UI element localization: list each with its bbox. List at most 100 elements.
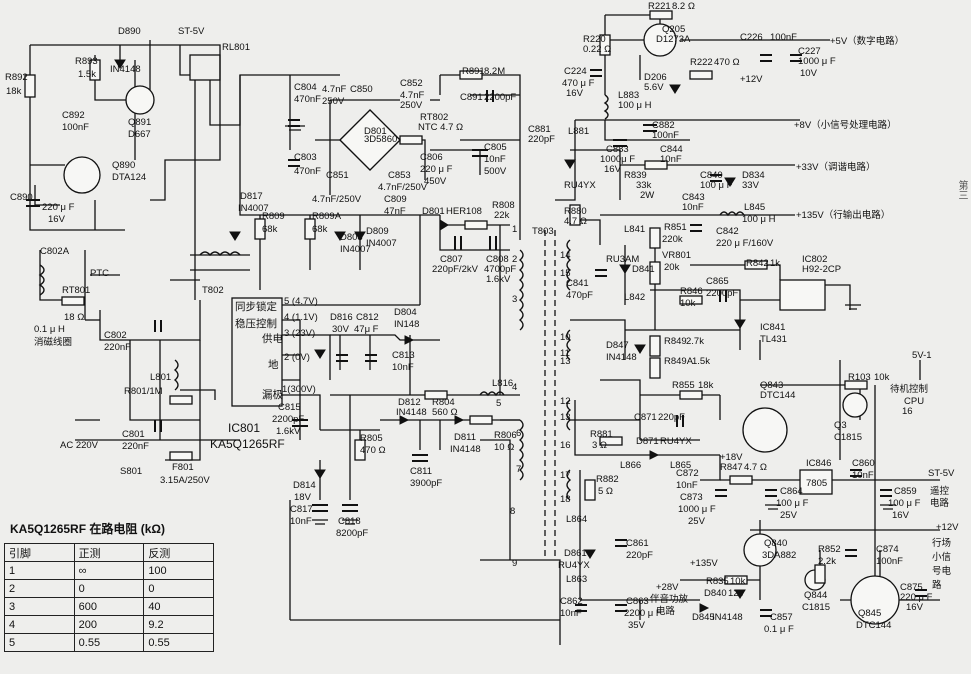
- label-line-s1: 行场: [932, 537, 951, 549]
- table-cell: 0.55: [73, 633, 145, 652]
- r893-resistor-icon: [89, 59, 101, 81]
- label-r221: R221: [648, 1, 671, 12]
- label-c863-v1: 2200 μ F: [624, 608, 662, 619]
- label-l881: L881: [568, 126, 589, 137]
- label-p5: 5: [496, 398, 501, 409]
- label-d206-v: 5.6V: [644, 82, 664, 93]
- label-p14: 14: [560, 250, 571, 261]
- label-r882: R882: [596, 474, 619, 485]
- label-r882-v: 5 Ω: [598, 486, 613, 497]
- label-c883-v1: 1000μ F: [600, 154, 635, 165]
- label-ac: AC 220V: [60, 440, 99, 451]
- label-l883: L883: [618, 90, 639, 101]
- table-cell: 600: [73, 597, 145, 616]
- label-c808-v2: 1.6kV: [486, 274, 511, 285]
- label-c815-v2: 1.6kV: [276, 426, 301, 437]
- d861-diode-icon: [584, 549, 596, 559]
- label-c815-v1: 2200pF: [272, 414, 304, 425]
- label-r849a-v: 1.5k: [692, 356, 710, 367]
- label-p11: 11: [560, 348, 570, 359]
- table-cell: 2: [4, 579, 75, 598]
- label-l864: L864: [566, 514, 587, 525]
- label-d890: D890: [118, 26, 141, 37]
- label-c227-v2: 10V: [800, 68, 818, 79]
- label-p3: 3: [512, 294, 517, 305]
- label-r220: R220: [583, 34, 606, 45]
- label-p17: 17: [560, 470, 571, 481]
- d817-diode-icon: [229, 231, 241, 241]
- label-c860: C860: [852, 458, 875, 469]
- label-c809: C809: [384, 194, 407, 205]
- label-c874: C874: [876, 544, 899, 555]
- label-c859: C859: [894, 486, 917, 497]
- label-out-28v-c: 电路: [656, 605, 676, 617]
- label-q205: Q205: [662, 24, 685, 35]
- label-c808-v1: 4700pF: [484, 264, 516, 275]
- label-r103-v: 10k: [874, 372, 890, 383]
- label-c806: C806: [420, 152, 443, 163]
- label-st5v-top: ST-5V: [178, 26, 205, 37]
- label-d811: D811: [454, 432, 476, 443]
- label-c864-v1: 100 μ F: [776, 498, 809, 509]
- label-l865: L865: [670, 460, 691, 471]
- label-p9: 9: [512, 558, 517, 569]
- label-p4: 4: [512, 382, 517, 393]
- label-d847-v: IN4148: [606, 352, 637, 363]
- d834-zener-icon: [724, 177, 736, 187]
- d811-diode-icon: [454, 415, 465, 425]
- table-cell: 200: [73, 615, 145, 634]
- label-coil-n: 消磁线圈: [34, 336, 72, 348]
- q3-transistor-icon: [842, 392, 868, 418]
- label-r103: R103: [848, 372, 871, 383]
- label-d871: D871: [636, 436, 659, 447]
- label-c844-v: 10nF: [660, 154, 682, 165]
- label-out-28v-b: 伴音功放: [650, 593, 689, 605]
- label-r809-v: 68k: [262, 224, 278, 235]
- label-q840-v: 3DA882: [762, 550, 796, 561]
- label-r805-v: 470 Ω: [360, 445, 386, 456]
- label-c864-v2: 25V: [780, 510, 798, 521]
- label-d861: D861: [564, 548, 587, 559]
- ic801-pin-1: 1(300V): [282, 384, 316, 395]
- label-c809-v: 47nF: [384, 206, 406, 217]
- label-vr801: VR801: [662, 250, 691, 261]
- table-cell: ∞: [73, 561, 145, 580]
- pin-table-caption: KA5Q1265RF 在路电阻 (kΩ): [10, 522, 165, 536]
- label-rt801-v: 18 Ω: [64, 312, 84, 323]
- label-c862: C862: [560, 596, 583, 607]
- t803-primary-icon: [518, 249, 524, 331]
- label-c815: C815: [278, 402, 301, 413]
- label-r808: R808: [492, 200, 515, 211]
- label-c227-v1: 1000 μ F: [798, 56, 836, 67]
- label-c224-v2: 16V: [566, 88, 584, 99]
- label-c853-v: 4.7nF/250V: [378, 182, 428, 193]
- label-c807-v: 220pF/2kV: [432, 264, 479, 275]
- label-d847: D847: [606, 340, 629, 351]
- d809-diode-icon: [354, 231, 366, 241]
- label-r804-v: 560 Ω: [432, 407, 458, 418]
- label-p1: 1: [512, 224, 517, 235]
- table-cell: 0: [73, 579, 145, 598]
- diodes: [114, 59, 746, 613]
- label-d801-v: 3D5860: [364, 134, 397, 145]
- label-r808-v: 22k: [494, 210, 510, 221]
- r103-resistor-icon: [844, 380, 868, 390]
- label-pin16: 16: [902, 406, 913, 417]
- label-in4148-a: IN4148: [110, 64, 141, 75]
- label-c892: C892: [62, 110, 85, 121]
- label-c802: C802: [104, 330, 127, 341]
- label-r806: R806: [494, 430, 517, 441]
- ic801-pin-3: 3 (23V): [284, 328, 315, 339]
- label-ic846: IC846: [806, 458, 831, 469]
- r846-resistor-icon: [679, 295, 703, 305]
- d206-zener-icon: [669, 84, 681, 94]
- label-c818: C818: [338, 516, 361, 527]
- label-r891: R891: [462, 66, 485, 77]
- label-c865: C865: [706, 276, 729, 287]
- label-r846: R846: [680, 286, 703, 297]
- label-r809a-v: 68k: [312, 224, 328, 235]
- label-q843: Q843: [760, 380, 783, 391]
